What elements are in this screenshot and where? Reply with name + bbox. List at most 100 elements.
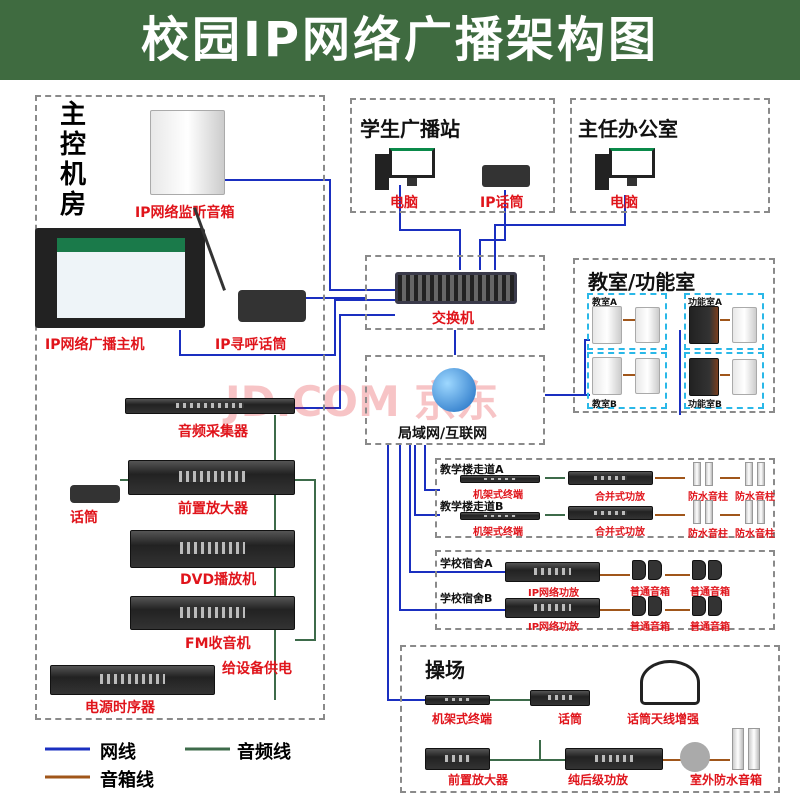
switch-label: 交换机	[432, 311, 474, 327]
ip-amp-label: IP网络功放	[528, 622, 580, 633]
speaker-image	[689, 358, 719, 396]
main-room-title: 主控机房	[60, 100, 87, 220]
speaker-label: 防水音柱	[688, 529, 728, 540]
speaker-label: 普通音箱	[690, 587, 730, 598]
antenna-image	[640, 660, 700, 705]
terminal-label: 机架式终端	[473, 527, 523, 538]
wireless-mic-label: 话筒	[558, 712, 583, 726]
antenna-label: 话筒天线增强	[627, 712, 700, 726]
speaker-image	[632, 596, 646, 616]
room-label: 功能室A	[688, 298, 722, 308]
broadcast-host-image	[35, 228, 205, 328]
sequencer-label: 电源时序器	[85, 700, 155, 716]
student-station-title: 学生广播站	[360, 117, 460, 141]
speaker-image	[692, 596, 706, 616]
corridor-a-title: 教学楼走道A	[440, 463, 504, 476]
speaker-label: 防水音柱	[688, 492, 728, 503]
director-pc-label: 电脑	[610, 195, 638, 211]
column-speaker	[705, 500, 713, 524]
ip-mic-label: IP话筒	[480, 195, 524, 211]
mic-image	[70, 485, 120, 503]
rock-speaker-image	[680, 742, 710, 772]
column-speaker	[748, 728, 760, 770]
sequencer-image	[50, 665, 215, 695]
dvd-label: DVD播放机	[180, 572, 257, 588]
monitor-speaker-label: IP网络监听音箱	[135, 205, 235, 221]
power-note: 给设备供电	[222, 661, 292, 677]
speaker-image	[592, 357, 622, 395]
room-label: 教室B	[592, 400, 617, 410]
terminal-label: 机架式终端	[432, 712, 493, 726]
preamp-label: 前置放大器	[448, 773, 509, 787]
broadcast-host-label: IP网络广播主机	[45, 337, 145, 353]
column-speaker	[705, 462, 713, 486]
student-pc-label: 电脑	[390, 195, 418, 211]
amp-label: 合并式功放	[595, 527, 645, 538]
speaker-image	[635, 358, 660, 394]
main-room-panel	[35, 95, 325, 720]
paging-mic-label: IP寻呼话筒	[215, 337, 287, 353]
column-speaker	[732, 728, 744, 770]
speaker-label: 普通音箱	[630, 587, 670, 598]
corridors-panel	[435, 458, 775, 538]
ip-amp-label: IP网络功放	[528, 588, 580, 599]
preamp-label: 前置放大器	[178, 501, 248, 517]
column-speaker	[745, 462, 753, 486]
speaker-image	[732, 307, 757, 343]
switch-panel	[365, 255, 545, 330]
speaker-label: 防水音柱	[735, 492, 775, 503]
audio-collector-label: 音频采集器	[178, 424, 248, 440]
ip-mic-image	[482, 165, 530, 187]
power-amp-image	[565, 748, 663, 770]
legend-network: 网线	[100, 742, 136, 763]
preamp-image	[128, 460, 295, 495]
line-host-switch	[179, 299, 395, 356]
mic-label: 话筒	[70, 510, 98, 526]
monitor-speaker-image	[150, 110, 225, 195]
corridor-b-title: 教学楼走道B	[440, 500, 504, 513]
dorm-a-title: 学校宿舍A	[440, 557, 493, 570]
speaker-image	[708, 560, 722, 580]
page-title: 校园IP网络广播架构图	[0, 0, 800, 80]
legend-audio: 音频线	[237, 742, 291, 763]
amp-image	[568, 471, 653, 485]
globe-icon	[432, 368, 476, 412]
power-amp-label: 纯后级功放	[568, 773, 629, 787]
room-box	[684, 352, 764, 409]
amp-label: 合并式功放	[595, 492, 645, 503]
wireless-mic-image	[530, 690, 590, 706]
speaker-label: 普通音箱	[630, 622, 670, 633]
room-box	[684, 293, 764, 350]
column-speaker	[693, 462, 701, 486]
terminal-image	[425, 695, 490, 705]
line-speaker-switch	[225, 179, 395, 291]
dorms-panel	[435, 550, 775, 630]
column-speaker	[693, 500, 701, 524]
terminal-label: 机架式终端	[473, 490, 523, 501]
paging-mic-image	[193, 207, 306, 322]
lan-panel	[365, 355, 545, 445]
terminal-image	[460, 512, 540, 520]
dvd-image	[130, 530, 295, 568]
playground-panel	[400, 645, 780, 793]
room-box	[587, 352, 667, 409]
legend-speaker: 音箱线	[100, 770, 154, 791]
ip-amp-image	[505, 562, 600, 582]
outdoor-speaker-label: 室外防水音箱	[690, 773, 763, 787]
terminal-image	[460, 475, 540, 483]
column-speaker	[757, 462, 765, 486]
speaker-label: 防水音柱	[735, 529, 775, 540]
column-speaker	[745, 500, 753, 524]
speaker-image	[732, 359, 757, 395]
column-speaker	[757, 500, 765, 524]
room-label: 功能室B	[688, 400, 722, 410]
preamp-image	[425, 748, 490, 770]
speaker-label: 普通音箱	[690, 622, 730, 633]
line-station-pc	[399, 185, 461, 270]
speaker-image	[632, 560, 646, 580]
classrooms-title: 教室/功能室	[588, 270, 696, 294]
room-box	[587, 293, 667, 350]
speaker-image	[692, 560, 706, 580]
fm-image	[130, 596, 295, 630]
speaker-image	[708, 596, 722, 616]
